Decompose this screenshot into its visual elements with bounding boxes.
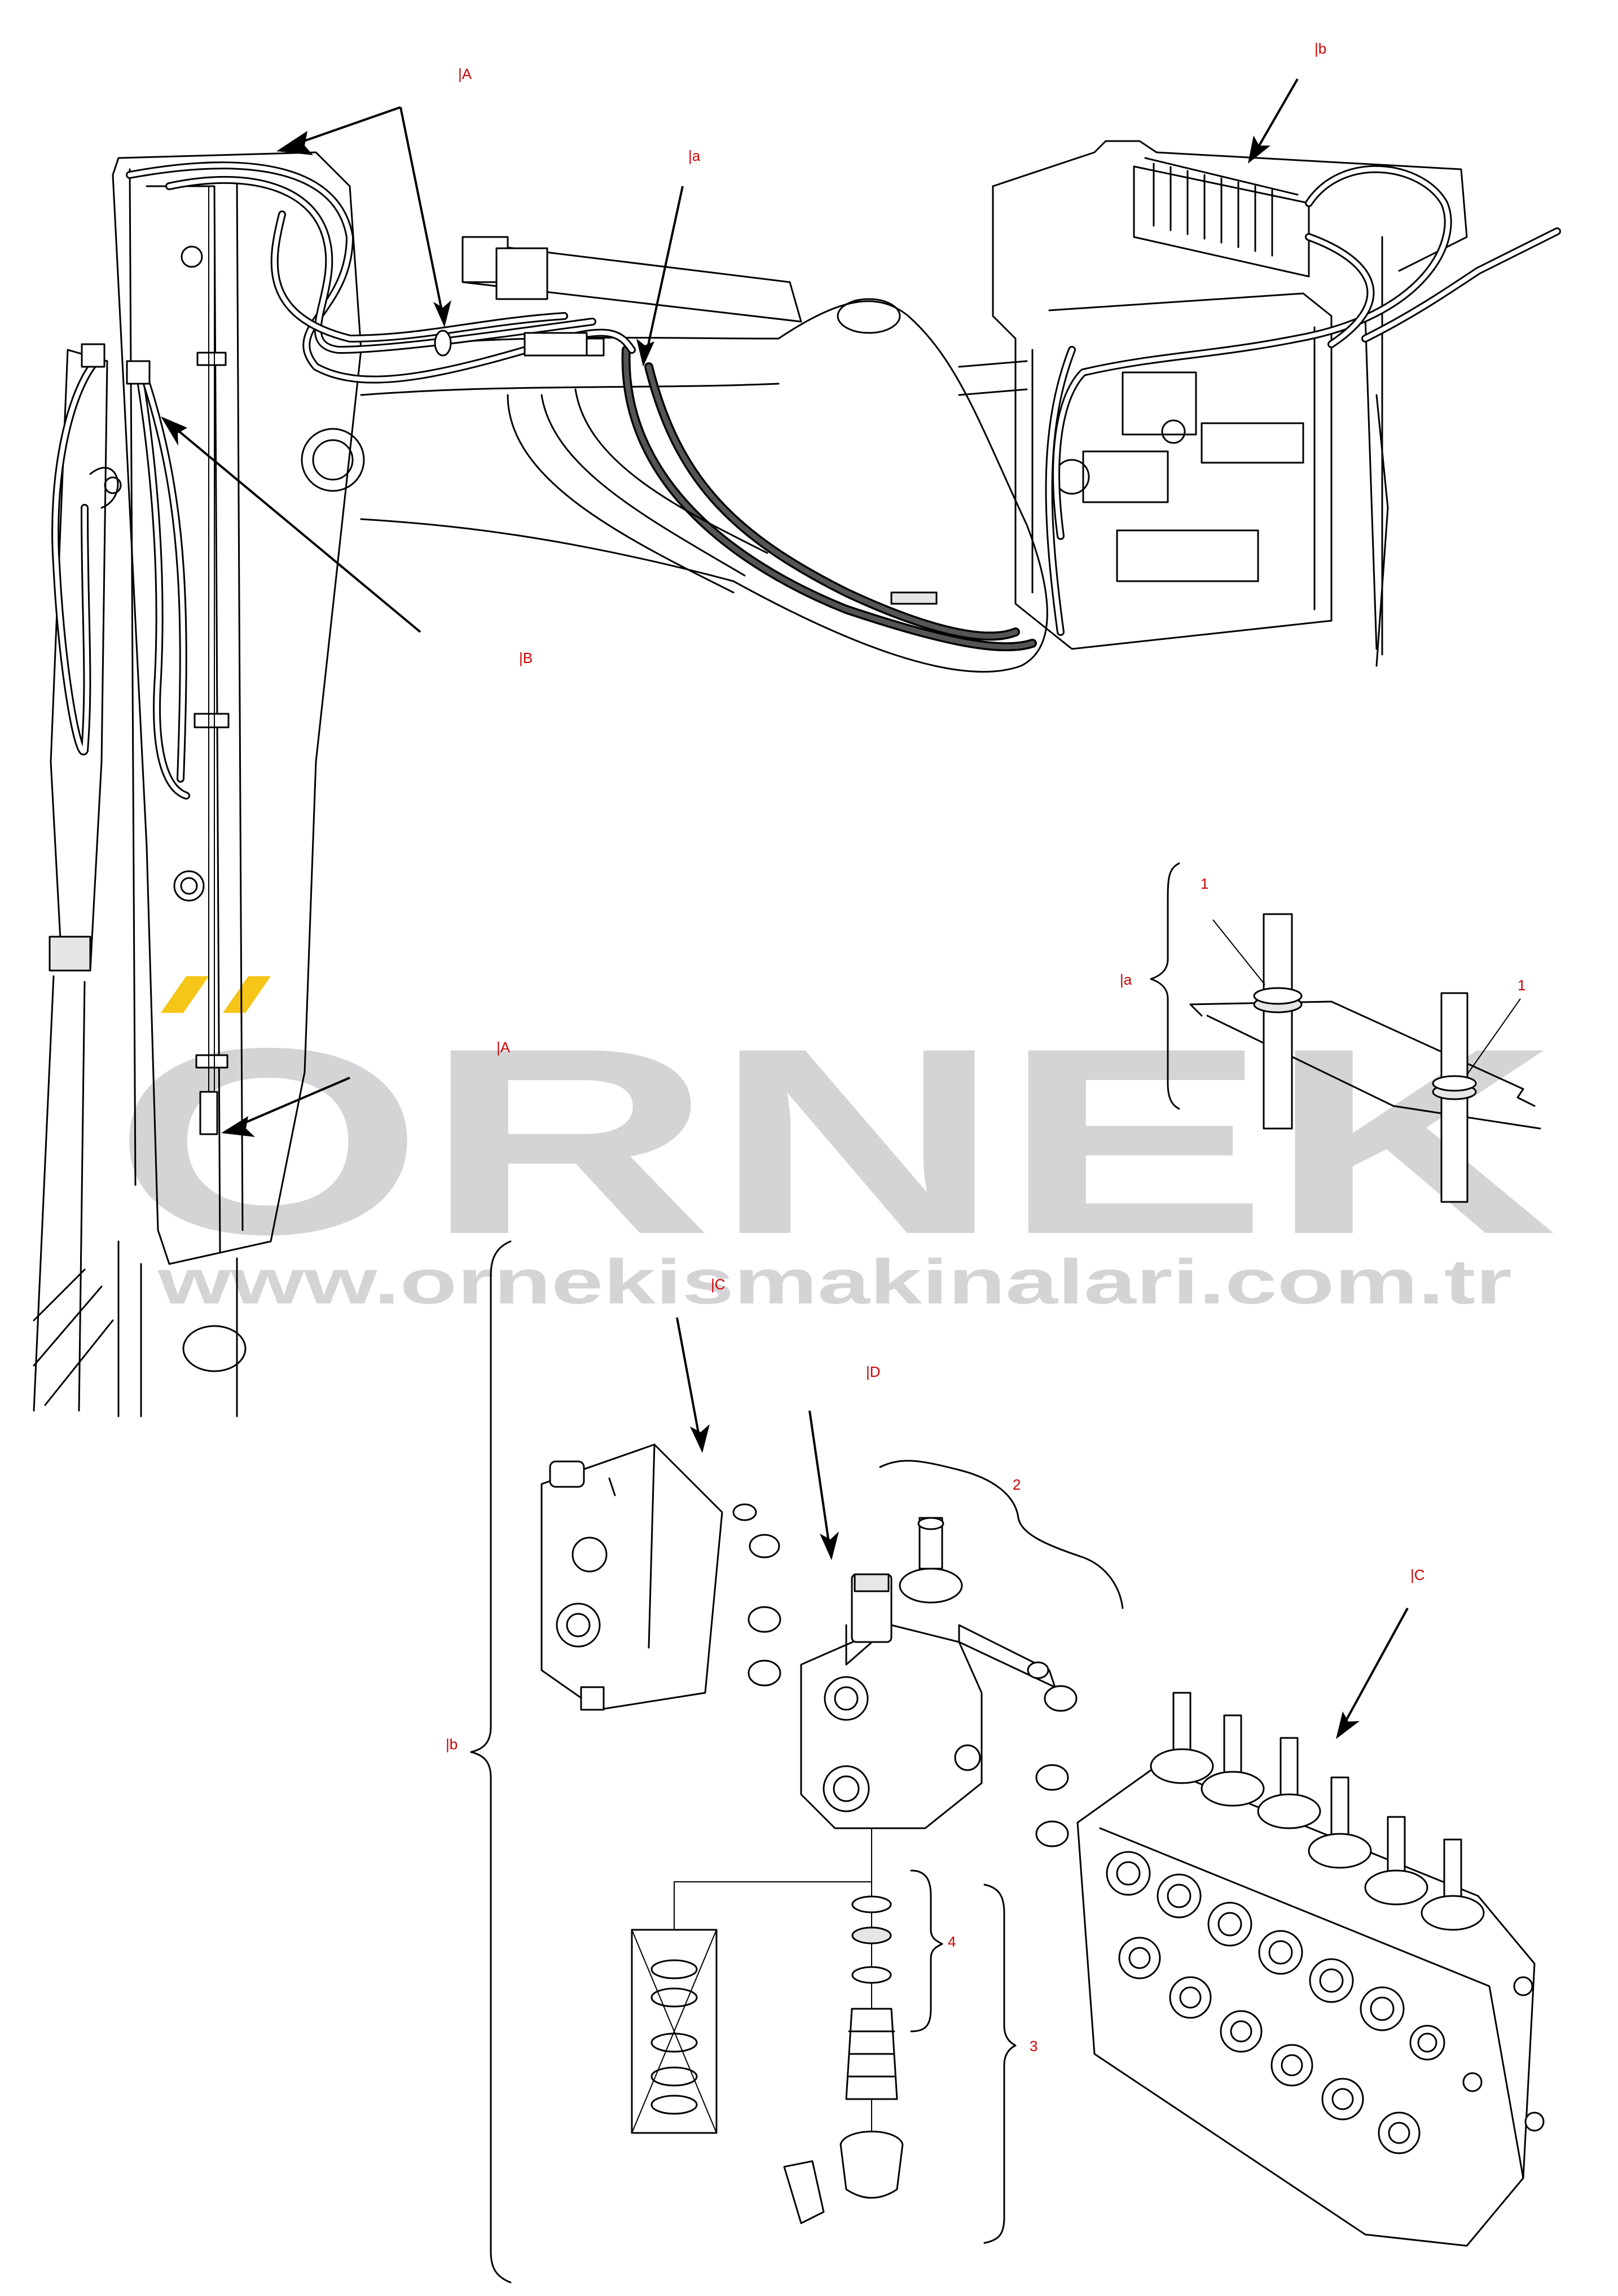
valve-bank-assembly <box>1076 1692 1545 2247</box>
leader-arrows <box>161 78 1409 1739</box>
watermark-umlaut <box>161 976 271 1013</box>
callout-labels: |A |a |b |B |A |a 1 1 |C |D 2 |C |b 4 3 <box>446 40 1525 2054</box>
callout-b-top: |b <box>1314 40 1326 57</box>
detail-b-brace <box>470 1240 512 2284</box>
callout-4: 4 <box>948 1933 956 1950</box>
valve-end-cover <box>540 1443 781 1711</box>
main-boom <box>126 161 1048 673</box>
watermark: ORNEK www.ornekismakinalari.com.tr <box>113 976 1557 1317</box>
braces <box>879 1460 1124 2244</box>
callout-b-left: |b <box>446 1736 458 1753</box>
chassis-frame <box>958 140 1561 667</box>
valve-section-exploded <box>783 1517 1078 2224</box>
detail-a-pipes <box>1150 862 1541 1203</box>
callout-C-right: |C <box>1410 1566 1425 1583</box>
callout-a-detail: |a <box>1120 971 1132 988</box>
callout-3: 3 <box>1030 2038 1037 2054</box>
callout-D: |D <box>866 1363 881 1380</box>
watermark-brand: ORNEK <box>113 993 1557 1289</box>
callout-2: 2 <box>1013 1476 1021 1493</box>
callout-C-top: |C <box>711 1276 726 1293</box>
callout-a-top: |a <box>688 147 701 164</box>
valve-bank-spools <box>1150 1692 1485 1931</box>
callout-A-top: |A <box>458 65 472 82</box>
valve-bank-ports <box>1106 1851 1545 2154</box>
callout-B-left: |B <box>519 649 533 666</box>
callout-A-lower: |A <box>496 1039 511 1056</box>
crossed-out-parts-box <box>631 1881 872 2134</box>
callout-1-right: 1 <box>1518 977 1525 994</box>
watermark-url: www.ornekismakinalari.com.tr <box>157 1246 1512 1317</box>
callout-1-left: 1 <box>1201 875 1208 892</box>
